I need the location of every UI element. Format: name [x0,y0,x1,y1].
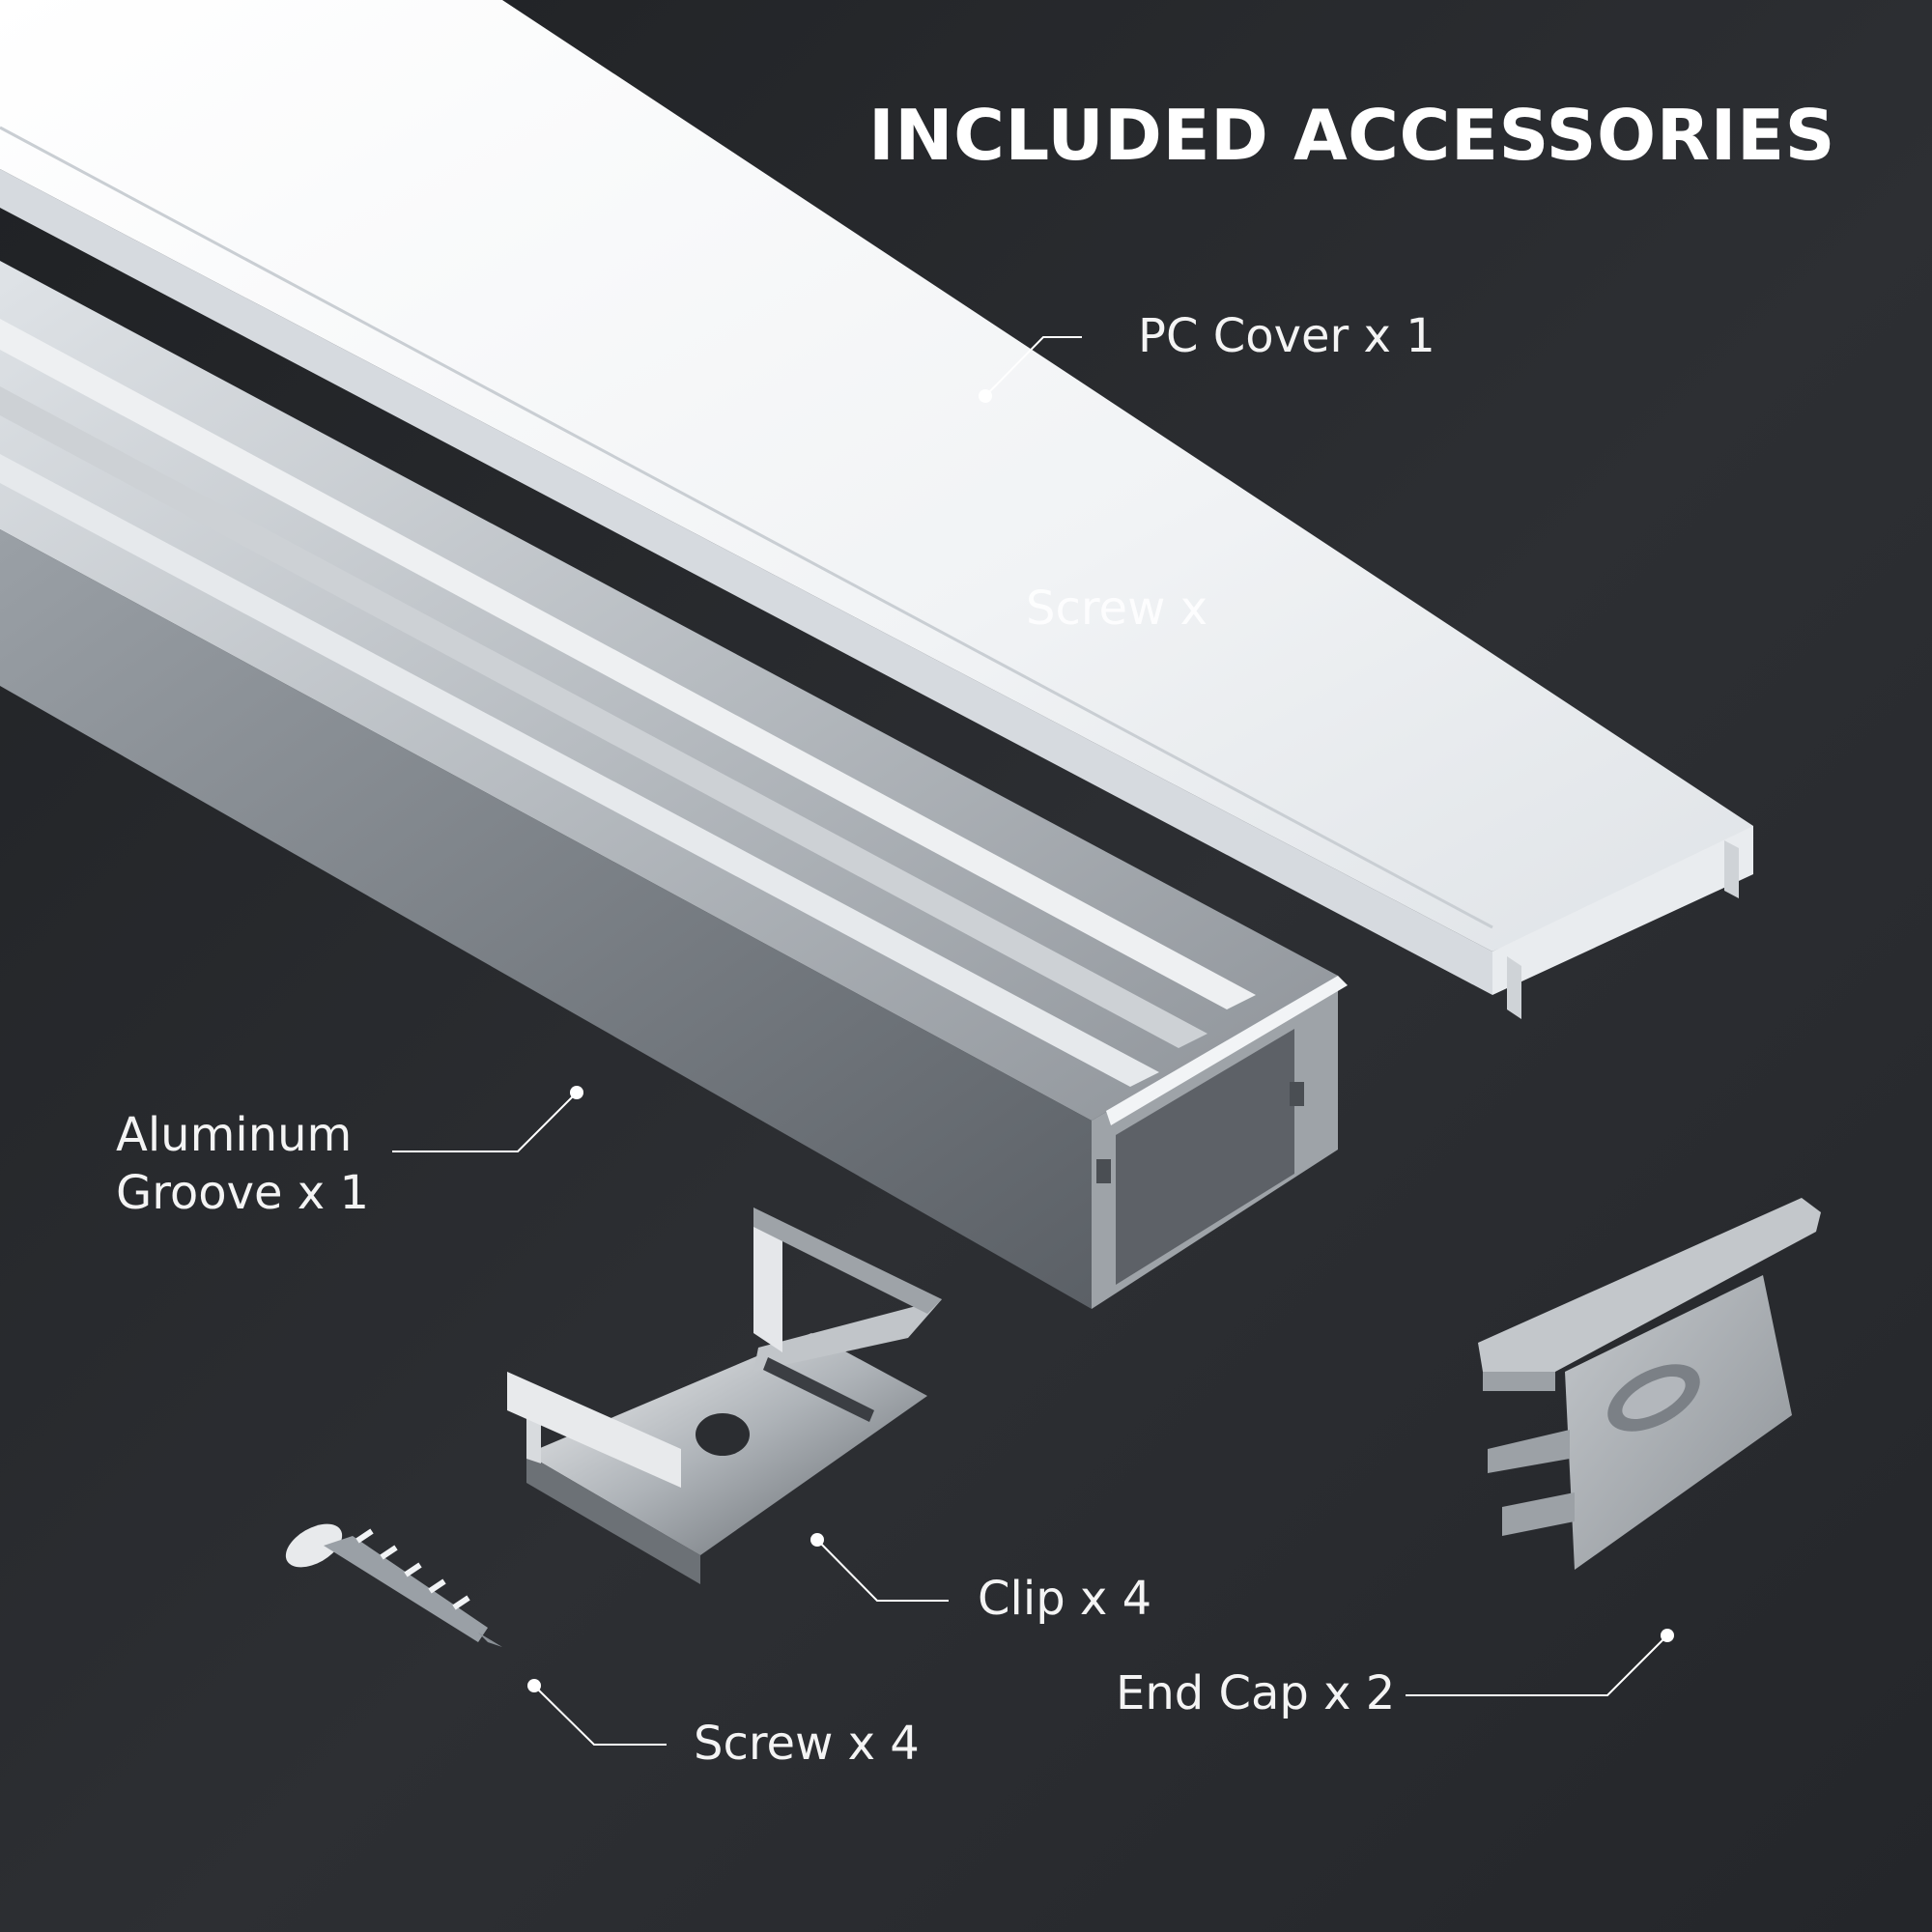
pc-cover-dot [979,389,992,403]
aluminum-callout [392,1092,578,1152]
pc-cover-label: PC Cover x 1 [1138,309,1435,363]
screw-label: Screw x 4 [694,1717,920,1771]
screw-part [285,1523,502,1647]
aluminum-dot [570,1086,583,1099]
aluminum-groove-label: Aluminum Groove x 1 [116,1106,369,1222]
end-cap-part [1478,1198,1821,1570]
aluminum-groove [0,261,1348,1309]
pc-cover-strip [0,0,1753,1019]
callout-dots [527,389,1674,1692]
clip-label: Clip x 4 [978,1572,1152,1626]
ghost-screw-label: Screw x [1026,582,1208,636]
pc-cover-callout [984,336,1082,397]
end-cap-callout [1406,1634,1668,1696]
callout-lines [392,336,1668,1746]
end-cap-label: End Cap x 2 [1116,1666,1396,1720]
screw-callout [533,1685,667,1746]
screw-dot [527,1679,541,1692]
aluminum-groove-label-line2: Groove x 1 [116,1166,370,1220]
clip-callout [816,1539,949,1602]
clip-dot [810,1533,824,1547]
end-cap-dot [1661,1629,1674,1642]
aluminum-groove-label-line1: Aluminum [116,1108,353,1162]
clip-part [507,1208,942,1584]
page-title: INCLUDED ACCESSORIES [868,95,1835,176]
